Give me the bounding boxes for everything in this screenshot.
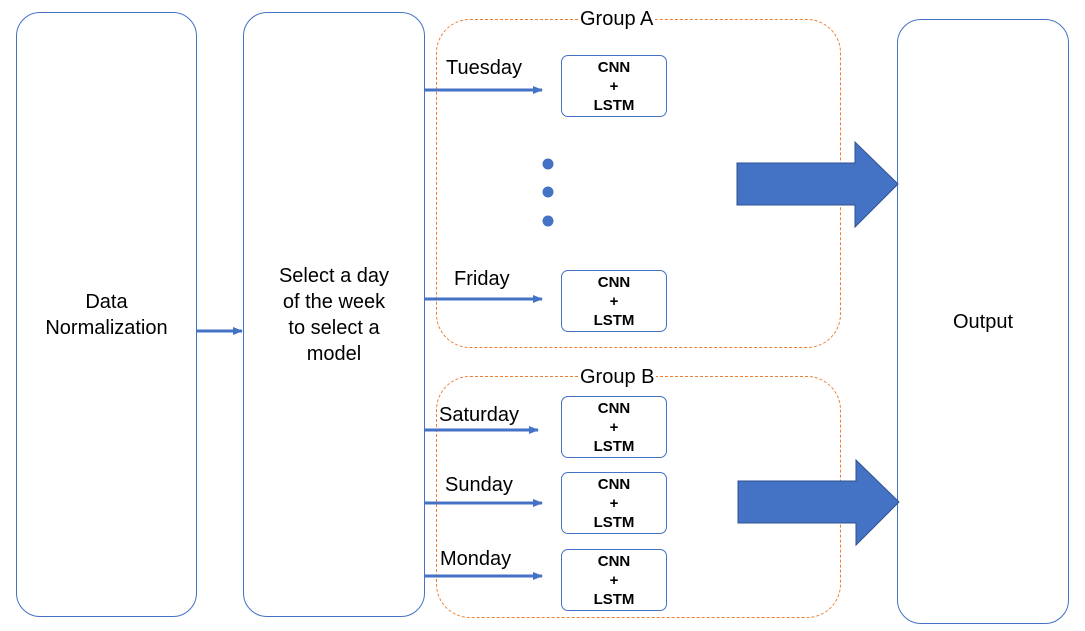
ellipsis-dot <box>542 215 554 227</box>
model-box-friday: CNN + LSTM <box>561 270 667 332</box>
model-line-lstm: LSTM <box>593 513 635 531</box>
day-label-saturday: Saturday <box>439 404 520 426</box>
model-line-lstm: LSTM <box>593 437 635 455</box>
group-a-label: Group A <box>578 8 656 30</box>
model-line-cnn: CNN <box>597 273 631 291</box>
model-line-lstm: LSTM <box>593 590 635 608</box>
output-box: Output <box>897 19 1069 624</box>
model-box-saturday: CNN + LSTM <box>561 396 667 458</box>
select-day-label: Select a day of the week to select a mod… <box>278 264 390 365</box>
model-line-plus: + <box>609 77 619 95</box>
model-line-lstm: LSTM <box>593 311 635 329</box>
model-line-lstm: LSTM <box>593 96 635 114</box>
model-box-monday: CNN + LSTM <box>561 549 667 611</box>
day-label-sunday: Sunday <box>445 474 513 496</box>
model-line-plus: + <box>609 418 619 436</box>
model-box-sunday: CNN + LSTM <box>561 472 667 534</box>
data-normalization-box: Data Normalization <box>16 12 197 617</box>
data-normalization-label: Data Normalization <box>45 290 168 339</box>
block-arrow-group-b-to-output <box>737 458 900 547</box>
model-line-cnn: CNN <box>597 552 631 570</box>
block-arrow-group-a-to-output <box>736 140 899 229</box>
ellipsis-dot <box>542 158 554 170</box>
model-line-cnn: CNN <box>597 475 631 493</box>
group-b-label: Group B <box>578 366 657 388</box>
ellipsis-dot <box>542 186 554 198</box>
day-label-monday: Monday <box>440 548 512 570</box>
output-label: Output <box>952 310 1014 333</box>
model-line-plus: + <box>609 494 619 512</box>
select-day-box: Select a day of the week to select a mod… <box>243 12 425 617</box>
model-line-cnn: CNN <box>597 58 631 76</box>
model-line-plus: + <box>609 571 619 589</box>
day-label-tuesday: Tuesday <box>446 57 522 79</box>
model-line-plus: + <box>609 292 619 310</box>
model-box-tuesday: CNN + LSTM <box>561 55 667 117</box>
day-label-friday: Friday <box>454 268 510 290</box>
model-line-cnn: CNN <box>597 399 631 417</box>
